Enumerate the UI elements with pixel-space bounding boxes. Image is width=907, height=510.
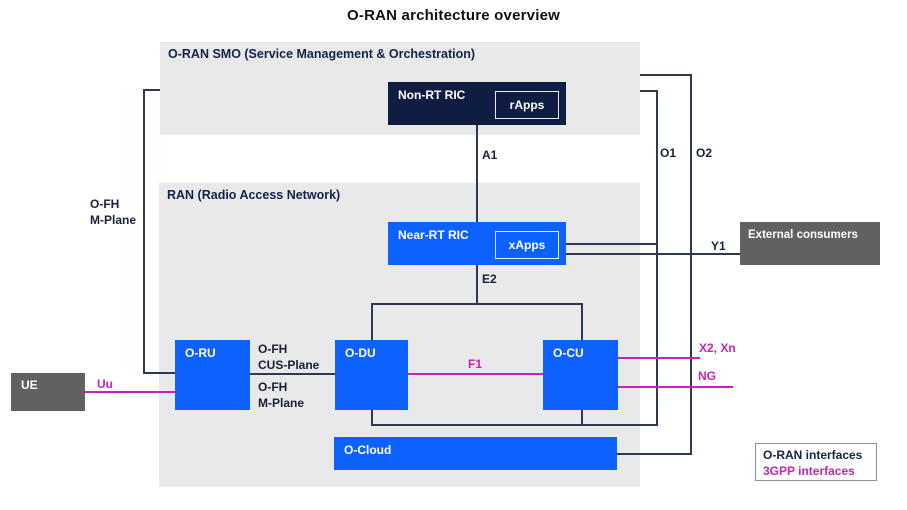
o1-top-line [640, 90, 658, 92]
rapps-box: rApps [495, 91, 559, 119]
o2-ocloud-line [617, 453, 691, 455]
ofh-mplane-oru-line [143, 372, 175, 374]
uu-label: Uu [97, 377, 113, 391]
ofh-mplane-left-label-line2: M-Plane [90, 213, 137, 227]
o2-top-line [640, 74, 692, 76]
ofh-mplane-label: O-FH M-Plane [258, 379, 304, 411]
o-cu-label: O-CU [553, 346, 584, 360]
ofh-mplane-label-line1: O-FH [258, 380, 288, 394]
f1-label: F1 [468, 357, 483, 371]
o1-nearrtric-line [566, 243, 656, 245]
uu-line [85, 391, 175, 393]
ofh-cusplane-label-line1: O-FH [258, 342, 288, 356]
o-cu-box: O-CU [543, 340, 618, 410]
a1-label: A1 [482, 148, 498, 162]
o1-bottom-bracket-line [371, 424, 658, 426]
o2-vertical-line [690, 74, 692, 455]
ran-panel-title: RAN (Radio Access Network) [167, 188, 341, 202]
ocu-bottom-riser-line [581, 410, 583, 424]
o1-vertical-line [656, 90, 658, 426]
odu-bottom-riser-line [371, 410, 373, 424]
e2-label: E2 [482, 272, 497, 286]
o-du-label: O-DU [345, 346, 376, 360]
o-ru-box: O-RU [175, 340, 250, 410]
page-title: O-RAN architecture overview [347, 7, 560, 24]
ofh-mplane-vertical-line [143, 89, 145, 374]
ue-box: UE [11, 373, 85, 411]
near-rt-ric-label: Near-RT RIC [398, 228, 469, 242]
legend-3gpp-interfaces: 3GPP interfaces [763, 464, 855, 478]
e2-ocu-riser-line [581, 303, 583, 340]
e2-line [476, 265, 478, 303]
external-consumers-box: External consumers [740, 222, 880, 265]
x2-xn-label: X2, Xn [699, 341, 736, 355]
smo-panel-title: O-RAN SMO (Service Management & Orchestr… [168, 47, 476, 61]
e2-odu-riser-line [371, 303, 373, 340]
non-rt-ric-label: Non-RT RIC [398, 88, 466, 102]
legend-oran-interfaces: O-RAN interfaces [763, 448, 863, 462]
y1-label: Y1 [711, 239, 726, 253]
ofh-mplane-left-label-line1: O-FH [90, 197, 120, 211]
ng-label: NG [698, 369, 716, 383]
o-cloud-box: O-Cloud [334, 437, 617, 470]
x2-xn-line [617, 357, 700, 359]
o-cloud-label: O-Cloud [344, 443, 392, 457]
ofh-mplane-label-line2: M-Plane [258, 396, 305, 410]
ofh-cusplane-label-line2: CUS-Plane [258, 358, 320, 372]
ofh-mplane-top-line [143, 89, 160, 91]
a1-line [476, 125, 478, 222]
y1-line [566, 253, 740, 255]
o-ru-label: O-RU [185, 346, 216, 360]
f1-line [408, 373, 543, 375]
legend-box: O-RAN interfaces 3GPP interfaces [755, 443, 877, 481]
ofh-cusplane-label: O-FH CUS-Plane [258, 341, 319, 373]
ofh-cusplane-line [250, 373, 335, 375]
ue-label: UE [21, 378, 38, 392]
o2-label: O2 [696, 146, 713, 160]
non-rt-ric-box: Non-RT RIC rApps [388, 82, 566, 125]
xapps-box: xApps [495, 231, 559, 259]
near-rt-ric-box: Near-RT RIC xApps [388, 222, 566, 265]
e2-bracket-line [371, 303, 583, 305]
ofh-mplane-left-label: O-FH M-Plane [90, 196, 136, 228]
o1-label: O1 [660, 146, 677, 160]
external-consumers-label: External consumers [748, 229, 858, 241]
o-du-box: O-DU [335, 340, 408, 410]
ng-line [617, 386, 733, 388]
